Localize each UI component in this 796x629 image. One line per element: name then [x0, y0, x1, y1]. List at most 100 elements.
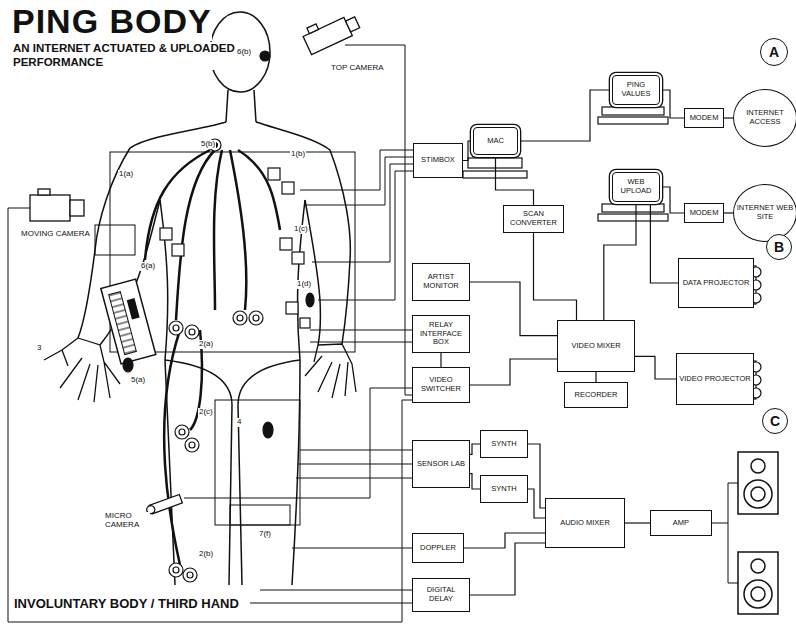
electrode-pad [189, 329, 195, 335]
callout-label: 4 [236, 418, 242, 427]
electrode-pad [249, 311, 263, 325]
speaker [738, 552, 778, 614]
body-outline [165, 360, 300, 585]
callout-label: MOVING CAMERA [20, 230, 91, 239]
electrode-pad [268, 168, 280, 180]
signal-wire [296, 478, 413, 479]
signal-connector [724, 117, 733, 118]
electrode-pad [160, 228, 172, 240]
camera [307, 24, 319, 34]
callout-label: 6(b) [236, 48, 252, 57]
signal-connector [470, 474, 480, 489]
signal-connector [470, 444, 480, 454]
callout-label: 5(a) [130, 376, 146, 385]
electrode-pad [123, 51, 314, 582]
callout-label: 3 [36, 344, 42, 353]
equipment-box: VIDEO SWITCHER [412, 367, 470, 403]
body-outline [226, 90, 256, 122]
body-frame [95, 225, 135, 255]
signal-wire [8, 45, 738, 622]
equipment-box: DOPPLER [412, 533, 464, 563]
speaker [751, 487, 765, 501]
node-text: MAC [486, 137, 505, 146]
camera [30, 8, 361, 515]
body-outline [130, 122, 330, 150]
stimulation-cable [145, 150, 210, 260]
third-hand-device [101, 279, 156, 364]
network-circle: INTERNET WEB SITE [733, 184, 796, 242]
node-text: AMP [672, 519, 690, 528]
signal-connector [625, 522, 650, 523]
equipment-box: VIDEO MIXER [557, 320, 635, 372]
equipment-box: AUDIO MIXER [545, 498, 625, 548]
signal-wire [712, 483, 738, 583]
signal-wire [310, 330, 413, 331]
node-text: MODEM [689, 114, 720, 123]
equipment-box: MODEM [684, 203, 724, 223]
equipment-box: SYNTH [480, 430, 528, 458]
signal-wire [318, 171, 413, 300]
node-text: SYNTH [490, 440, 517, 449]
electrode-pad [300, 318, 310, 328]
signal-connector [464, 533, 545, 548]
electrode-pad [173, 325, 179, 331]
electrode-pad [175, 425, 189, 439]
equipment-box: DATA PROJECTOR [678, 258, 754, 308]
node-text: STIMBOX [420, 156, 456, 165]
node-text: B [773, 239, 785, 255]
computer-base [602, 204, 664, 212]
node-text: WEB UPLOAD [613, 178, 659, 195]
speaker [744, 480, 772, 508]
camera [346, 17, 360, 32]
electrode-pad [185, 438, 199, 452]
signal-connector [440, 353, 441, 367]
electrode-pad [286, 302, 298, 314]
signal-connector [528, 444, 545, 508]
signal-wire [300, 150, 413, 190]
callout-label: TOP CAMERA [330, 64, 385, 73]
signal-wire [300, 450, 413, 451]
equipment-box: SCAN CONVERTER [503, 205, 564, 233]
equipment-box: VIDEO PROJECTOR [676, 353, 754, 405]
node-text: DIGITAL DELAY [413, 586, 469, 603]
computer-base [602, 107, 664, 115]
callout-label: 1(a) [118, 170, 134, 179]
camera [38, 189, 50, 195]
signal-wire [292, 548, 413, 549]
signal-wire [8, 208, 413, 622]
electrode-pad [183, 568, 197, 582]
node-text: PING VALUES [613, 81, 659, 98]
stimulation-cable [164, 330, 180, 565]
node-text: VIDEO MIXER [570, 342, 621, 351]
speaker [751, 559, 765, 573]
electrode-pad [292, 252, 304, 264]
electrode-pad [306, 293, 314, 307]
speaker [744, 580, 772, 608]
electrode-pad [179, 429, 185, 435]
node-text: VIDEO PROJECTOR [678, 375, 752, 384]
equipment-box: SYNTH [480, 475, 528, 503]
speaker [738, 452, 778, 514]
electrode-pad [169, 563, 183, 577]
stimulation-cable [145, 150, 280, 565]
signal-wire [260, 590, 413, 591]
node-text: SCAN CONVERTER [504, 210, 563, 227]
callout-label: 6(a) [140, 262, 156, 271]
computer-base [598, 117, 668, 124]
third-hand-device [101, 279, 156, 364]
signal-connector [496, 155, 534, 205]
body-outline [78, 12, 350, 585]
signal-connector [470, 282, 557, 336]
equipment-box: RECORDER [564, 382, 628, 408]
node-text: SENSOR LAB [416, 460, 466, 469]
signal-wire [250, 603, 413, 604]
diagram-caption: INVOLUNTARY BODY / THIRD HAND [14, 596, 239, 611]
node-text: DATA PROJECTOR [682, 279, 751, 288]
signal-connector [660, 187, 684, 213]
signal-connector [528, 489, 545, 518]
electrode-pad [189, 442, 195, 448]
equipment-box: AMP [650, 510, 712, 536]
third-hand-device [127, 298, 140, 319]
signal-connector [534, 233, 577, 320]
